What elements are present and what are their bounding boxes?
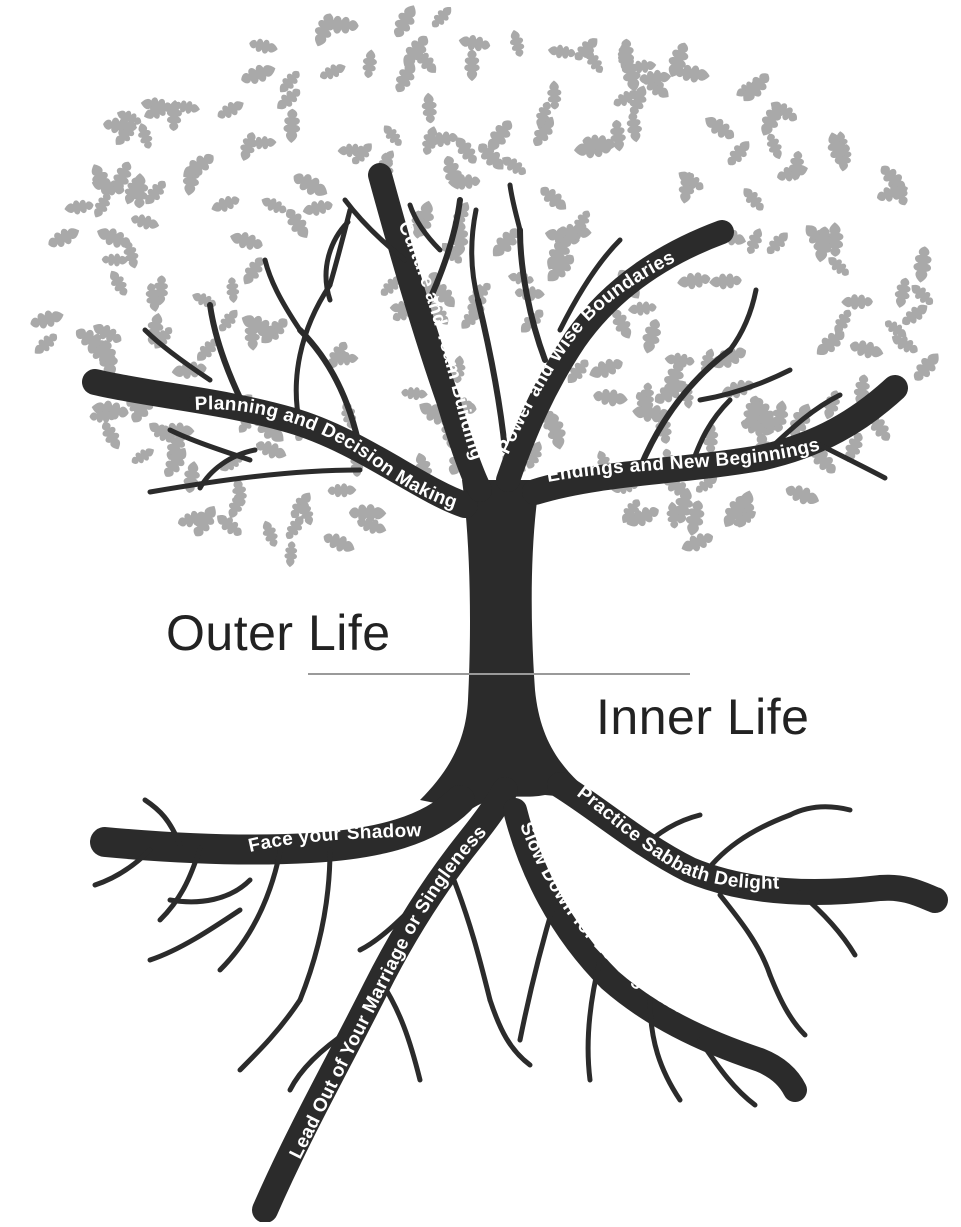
oak-leaf-icon: [63, 198, 94, 216]
oak-leaf-icon: [421, 92, 439, 124]
oak-leaf-icon: [824, 253, 852, 280]
oak-leaf-icon: [97, 419, 125, 453]
oak-leaf-icon: [709, 272, 743, 290]
divider-line: [308, 673, 690, 675]
oak-leaf-icon: [289, 168, 331, 202]
oak-leaf-icon: [763, 228, 793, 258]
oak-leaf-icon: [783, 481, 822, 509]
oak-leaf-icon: [248, 36, 279, 56]
oak-leaf-icon: [707, 342, 749, 374]
oak-leaf-icon: [237, 130, 260, 163]
oak-leaf-icon: [253, 437, 289, 463]
oak-leaf-icon: [105, 267, 131, 299]
oak-leaf-icon: [214, 96, 247, 122]
outer-life-label: Outer Life: [166, 604, 391, 662]
oak-leaf-icon: [215, 306, 242, 335]
oak-leaf-icon: [228, 228, 265, 253]
oak-leaf-icon: [428, 3, 456, 32]
oak-leaf-icon: [259, 194, 290, 218]
oak-leaf-icon: [361, 49, 378, 79]
oak-leaf-icon: [389, 1, 422, 41]
oak-leaf-icon: [592, 387, 629, 408]
oak-leaf-icon: [401, 386, 429, 401]
oak-leaf-icon: [536, 182, 572, 215]
oak-leaf-icon: [912, 245, 934, 283]
oak-leaf-icon: [625, 111, 644, 143]
oak-leaf-icon: [678, 529, 716, 557]
oak-leaf-icon: [763, 131, 786, 162]
oak-leaf-icon: [135, 121, 156, 151]
oak-leaf-icon: [320, 529, 357, 557]
oak-leaf-icon: [848, 337, 886, 362]
oak-leaf-icon: [743, 226, 766, 257]
oak-leaf-icon: [190, 289, 219, 311]
oak-leaf-icon: [283, 109, 301, 144]
oak-leaf-icon: [225, 277, 240, 304]
oak-leaf-icon: [327, 483, 356, 498]
oak-leaf-icon: [909, 348, 945, 386]
oak-leaf-icon: [507, 28, 527, 58]
oak-leaf-icon: [317, 60, 348, 83]
oak-leaf-icon: [301, 197, 334, 218]
oak-leaf-icon: [129, 444, 157, 468]
oak-leaf-icon: [129, 211, 161, 232]
oak-leaf-icon: [209, 192, 242, 216]
oak-leaf-icon: [464, 49, 479, 81]
oak-leaf-icon: [457, 33, 491, 54]
oak-leaf-icon: [102, 253, 129, 267]
oak-leaf-icon: [892, 276, 913, 309]
oak-leaf-icon: [379, 122, 405, 150]
oak-leaf-icon: [811, 325, 849, 361]
oak-leaf-icon: [639, 317, 665, 356]
oak-leaf-icon: [676, 270, 712, 291]
oak-leaf-icon: [30, 329, 61, 358]
oak-leaf-icon: [238, 60, 278, 88]
oak-leaf-icon: [284, 541, 299, 568]
oak-leaf-icon: [259, 518, 282, 549]
oak-leaf-icon: [841, 294, 873, 310]
inner-life-label: Inner Life: [596, 688, 809, 746]
oak-leaf-icon: [547, 43, 576, 60]
oak-leaf-icon: [627, 300, 657, 317]
oak-leaf-icon: [28, 307, 66, 333]
oak-leaf-icon: [700, 111, 738, 144]
oak-leaf-icon: [349, 504, 387, 523]
oak-leaf-icon: [723, 136, 755, 169]
oak-leaf-icon: [739, 184, 768, 215]
oak-leaf-icon: [45, 223, 83, 252]
oak-leaf-icon: [586, 354, 626, 383]
